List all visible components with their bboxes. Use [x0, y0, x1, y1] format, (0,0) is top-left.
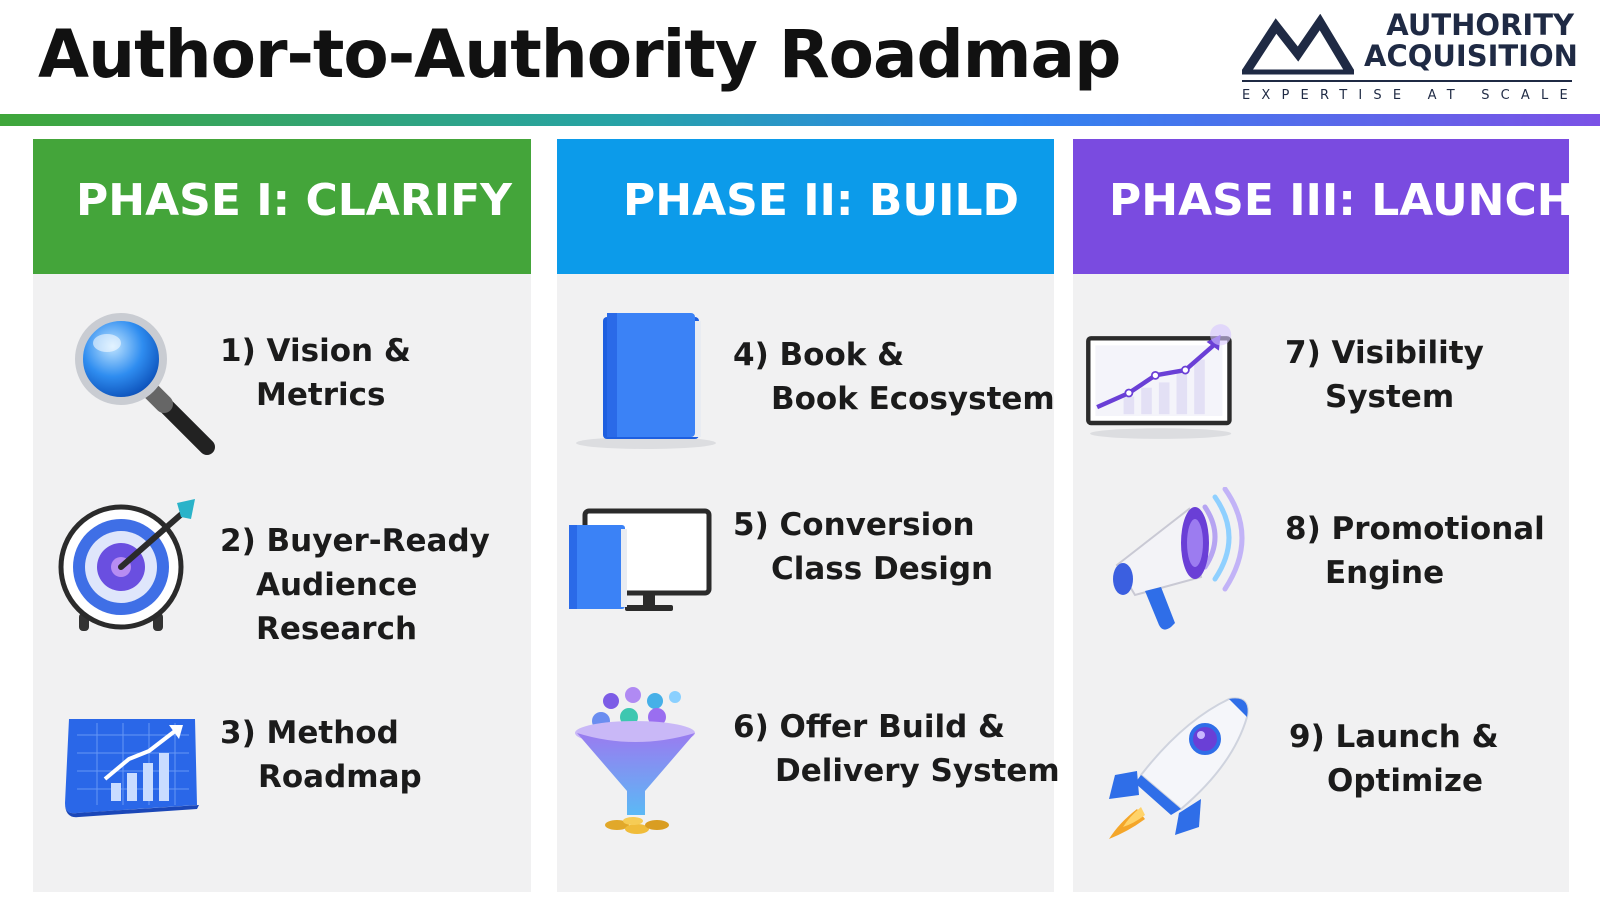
step-label-2: 2) Buyer-Ready Audience Research — [220, 519, 490, 651]
step-line2-7: System — [1325, 379, 1455, 415]
step-line2-8: Engine — [1325, 555, 1445, 591]
step-number-9: 9) — [1289, 719, 1325, 755]
blueprint-chart-icon — [65, 719, 199, 818]
logo-rule — [1242, 80, 1572, 82]
page-title: Author-to-Authority Roadmap — [38, 16, 1121, 93]
step-label-9: 9) Launch & Optimize — [1289, 715, 1499, 803]
step-number-3: 3) — [220, 715, 256, 751]
phase-column-launch: PHASE III: LAUNCH 7) Visibility System — [1073, 139, 1574, 892]
step-number-8: 8) — [1285, 511, 1321, 547]
step-label-3: 3) Method Roadmap — [220, 711, 422, 799]
sales-funnel-icon — [575, 687, 695, 834]
step-line1-4: Book & — [779, 337, 905, 373]
megaphone-icon — [1113, 487, 1245, 630]
step-line1-3: Method — [266, 715, 399, 751]
step-line1-8: Promotional — [1331, 511, 1545, 547]
phase-column-build: PHASE II: BUILD 4) Book & Book Ecosystem… — [557, 139, 1060, 892]
step-line1-9: Launch & — [1335, 719, 1499, 755]
step-line3-2: Research — [256, 611, 418, 647]
step-line1-2: Buyer-Ready — [266, 523, 490, 559]
step-label-5: 5) Conversion Class Design — [733, 503, 993, 591]
growth-chart-icon — [1086, 324, 1232, 439]
step-number-6: 6) — [733, 709, 769, 745]
mountain-logo-icon — [1242, 14, 1354, 75]
step-line2-1: Metrics — [256, 377, 386, 413]
logo-tagline: EXPERTISE AT SCALE — [1242, 88, 1579, 103]
step-line1-5: Conversion — [779, 507, 975, 543]
phase-header-build: PHASE II: BUILD — [557, 139, 1054, 274]
step-line2-6: Delivery System — [775, 753, 1060, 789]
book-icon — [576, 313, 716, 449]
phase-header-launch: PHASE III: LAUNCH — [1073, 139, 1574, 274]
book-monitor-icon — [569, 508, 712, 611]
step-label-4: 4) Book & Book Ecosystem — [733, 333, 1055, 421]
logo-name: AUTHORITY ACQUISITION — [1364, 8, 1578, 73]
step-label-6: 6) Offer Build & Delivery System — [733, 705, 1060, 793]
step-line2-3: Roadmap — [258, 759, 422, 795]
step-number-7: 7) — [1285, 335, 1321, 371]
step-line1-6: Offer Build & — [779, 709, 1006, 745]
step-line2-9: Optimize — [1327, 763, 1483, 799]
step-number-1: 1) — [220, 333, 256, 369]
step-label-7: 7) Visibility System — [1285, 331, 1484, 419]
logo-name-line1: AUTHORITY — [1386, 8, 1574, 42]
step-label-8: 8) Promotional Engine — [1285, 507, 1545, 595]
step-line1-1: Vision & — [266, 333, 411, 369]
logo-name-line2: ACQUISITION — [1364, 39, 1578, 73]
magnifying-glass-icon — [75, 313, 215, 455]
step-line2-2: Audience — [256, 567, 418, 603]
gradient-divider — [0, 114, 1600, 126]
target-arrow-icon — [58, 499, 195, 631]
step-number-2: 2) — [220, 523, 256, 559]
step-line1-7: Visibility — [1331, 335, 1484, 371]
brand-logo: AUTHORITY ACQUISITION EXPERTISE AT SCALE — [1242, 8, 1579, 105]
phase-column-clarify: PHASE I: CLARIFY 1) Vision & Metrics — [33, 139, 531, 892]
step-line2-5: Class Design — [771, 551, 994, 587]
phase-header-clarify: PHASE I: CLARIFY — [33, 139, 531, 274]
step-number-5: 5) — [733, 507, 769, 543]
step-label-1: 1) Vision & Metrics — [220, 329, 411, 417]
step-line2-4: Book Ecosystem — [771, 381, 1055, 417]
rocket-icon — [1109, 697, 1249, 839]
step-number-4: 4) — [733, 337, 769, 373]
